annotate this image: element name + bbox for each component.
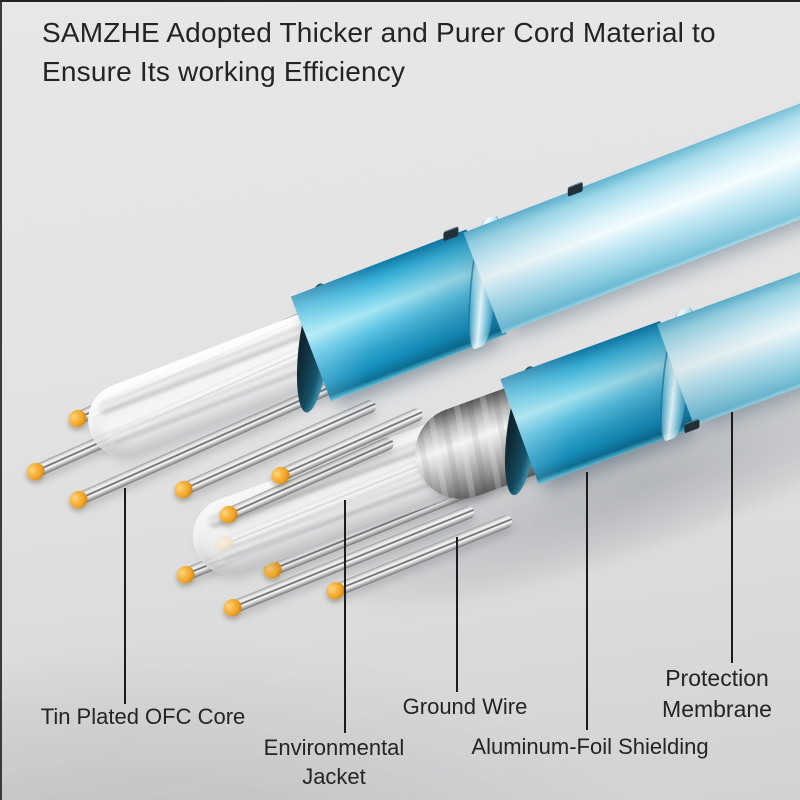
label-ground-wire: Ground Wire — [402, 694, 528, 719]
page-title: SAMZHE Adopted Thicker and Purer Cord Ma… — [42, 13, 716, 91]
label-protection-membrane-line2: Membrane — [662, 696, 772, 722]
leader-line-environmental-jacket — [344, 500, 346, 733]
tin-plated-wire-tip — [174, 563, 198, 586]
tin-plated-wire-tip — [65, 407, 90, 430]
label-environmental-jacket-line2: Jacket — [302, 764, 366, 789]
label-environmental-jacket-line1: Environmental — [263, 735, 405, 760]
tin-plated-wire-tip — [171, 478, 196, 501]
leader-line-aluminum-foil-shielding — [586, 472, 588, 730]
title-line-2: Ensure Its working Efficiency — [42, 56, 406, 87]
label-environmental-jacket: Environmental Jacket — [264, 733, 405, 791]
leader-line-protection-membrane — [731, 412, 733, 663]
label-protection-membrane: Protection Membrane — [662, 663, 772, 725]
label-protection-membrane-line1: Protection — [665, 665, 769, 691]
tin-plated-wire-tip — [23, 460, 48, 483]
leader-line-ground-wire — [456, 537, 458, 692]
label-aluminum-foil-shielding: Aluminum-Foil Shielding — [471, 734, 709, 759]
leader-line-tin-plated-ofc-core — [124, 488, 126, 704]
label-tin-plated-ofc-core: Tin Plated OFC Core — [40, 704, 246, 729]
tin-plated-wire-tip — [66, 488, 91, 511]
title-line-1: SAMZHE Adopted Thicker and Purer Cord Ma… — [42, 17, 716, 48]
